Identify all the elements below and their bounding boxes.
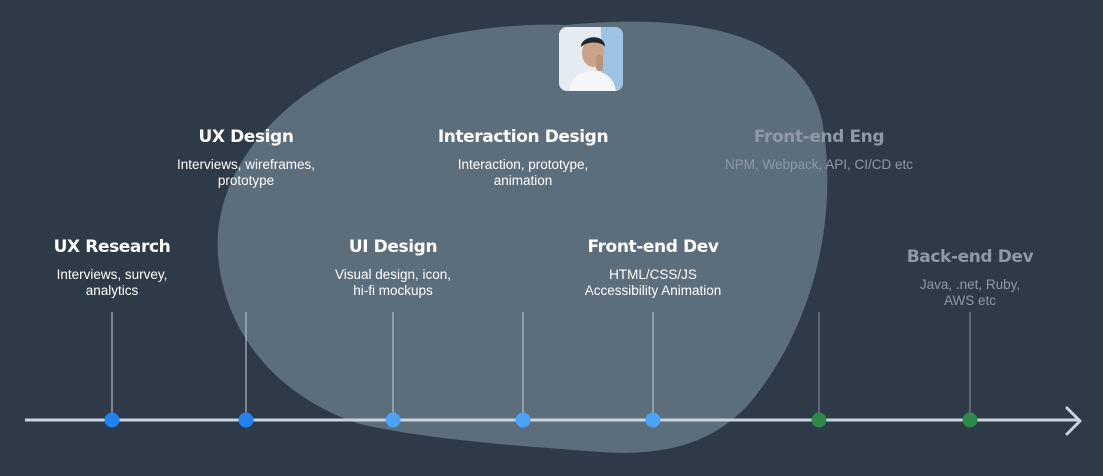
person-photo-icon: [559, 27, 623, 91]
milestone-title: UX Design: [198, 127, 294, 147]
milestone-dot-ux-design: [238, 412, 254, 428]
milestone-description: Interviews, wireframes, prototype: [176, 157, 316, 188]
milestone-dot-interaction-design: [515, 412, 531, 428]
milestone-title: Front-end Dev: [587, 237, 719, 257]
milestone-title: UI Design: [348, 237, 438, 257]
milestone-dot-back-end-dev: [962, 412, 978, 428]
milestone-dot-front-end-dev: [645, 412, 661, 428]
milestone-title: Interaction Design: [437, 127, 609, 147]
timeline-arrowhead: [1065, 406, 1082, 436]
milestone-description: Interviews, survey, analytics: [56, 267, 168, 298]
milestone-description: Java, .net, Ruby, AWS etc: [919, 277, 1021, 308]
milestone-description: Interaction, prototype, animation: [457, 157, 589, 188]
milestone-title: Front-end Eng: [753, 127, 885, 147]
milestone-dot-ux-research: [104, 412, 120, 428]
profile-avatar: [559, 27, 623, 91]
focus-area-blob: [217, 21, 828, 453]
milestone-dot-front-end-eng: [811, 412, 827, 428]
milestone-title: UX Research: [53, 237, 171, 257]
milestone-description: HTML/CSS/JS Accessibility Animation: [584, 267, 722, 298]
milestone-title: Back-end Dev: [906, 247, 1034, 267]
milestone-description: NPM, Webpack, API, CI/CD etc: [724, 157, 914, 172]
milestone-description: Visual design, icon, hi-fi mockups: [334, 267, 452, 298]
milestone-dot-ui-design: [385, 412, 401, 428]
